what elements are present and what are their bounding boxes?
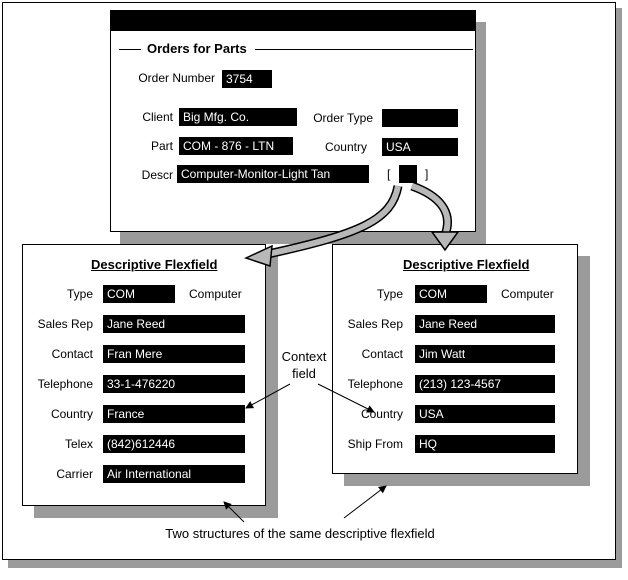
orders-title-rule-right	[255, 49, 473, 50]
flex_right-label-5: Ship From	[347, 437, 403, 451]
flex-right-title: Descriptive Flexfield	[403, 257, 530, 272]
part-label: Part	[150, 139, 173, 153]
flex_left-field-6[interactable]: Air International	[103, 465, 245, 483]
flex_left-field-3[interactable]: 33-1-476220	[103, 375, 245, 393]
flex_left-label-0: Type	[66, 287, 93, 301]
orders-title-rule-left	[119, 49, 141, 50]
flex_right-field-4[interactable]: USA	[415, 405, 555, 423]
order-type-field[interactable]	[382, 109, 458, 127]
flex_right-extra-0: Computer	[501, 287, 554, 301]
context-note-line2: field	[292, 366, 316, 381]
order-number-field[interactable]: 3754	[222, 70, 272, 88]
descr-label: Descr	[141, 168, 173, 182]
flex-left-title: Descriptive Flexfield	[91, 257, 218, 272]
flex_left-label-4: Country	[50, 407, 93, 421]
context-note-line1: Context	[281, 349, 327, 364]
flex_right-field-0[interactable]: COM	[415, 285, 487, 303]
part-field[interactable]: COM - 876 - LTN	[179, 137, 293, 155]
context-bracket-close: ]	[425, 167, 429, 181]
orders-title-bar	[111, 11, 475, 31]
order-number-label: Order Number	[138, 71, 215, 85]
flex_right-label-1: Sales Rep	[347, 317, 403, 331]
orders-title: Orders for Parts	[147, 41, 247, 56]
flex_left-field-5[interactable]: (842)612446	[103, 435, 245, 453]
flex_left-extra-0: Computer	[189, 287, 242, 301]
flex_right-label-4: Country	[360, 407, 403, 421]
flex_right-field-3[interactable]: (213) 123-4567	[415, 375, 555, 393]
flex_left-field-4[interactable]: France	[103, 405, 245, 423]
descr-field[interactable]: Computer-Monitor-Light Tan	[177, 165, 369, 183]
flex_right-label-3: Telephone	[347, 377, 403, 391]
flex_left-label-5: Telex	[64, 437, 93, 451]
orders-window: Orders for Parts Order Number 3754 Clien…	[110, 10, 476, 232]
flex_left-field-0[interactable]: COM	[103, 285, 175, 303]
flex_right-field-5[interactable]: HQ	[415, 435, 555, 453]
flex_right-label-2: Contact	[361, 347, 403, 361]
caption: Two structures of the same descriptive f…	[165, 526, 435, 541]
flex_left-label-2: Contact	[51, 347, 93, 361]
client-label: Client	[142, 110, 173, 124]
country-label: Country	[324, 140, 367, 154]
flex_left-field-2[interactable]: Fran Mere	[103, 345, 245, 363]
flex_right-label-0: Type	[376, 287, 403, 301]
flex_right-field-1[interactable]: Jane Reed	[415, 315, 555, 333]
flex_left-label-3: Telephone	[37, 377, 93, 391]
country-field[interactable]: USA	[382, 138, 458, 156]
context-bracket-open: [	[387, 167, 391, 181]
flex_right-field-2[interactable]: Jim Watt	[415, 345, 555, 363]
flex_left-label-6: Carrier	[56, 467, 93, 481]
client-field[interactable]: Big Mfg. Co.	[179, 108, 297, 126]
flex_left-label-1: Sales Rep	[37, 317, 93, 331]
flex_left-field-1[interactable]: Jane Reed	[103, 315, 245, 333]
context-field[interactable]	[399, 165, 417, 183]
order-type-label: Order Type	[313, 111, 373, 125]
